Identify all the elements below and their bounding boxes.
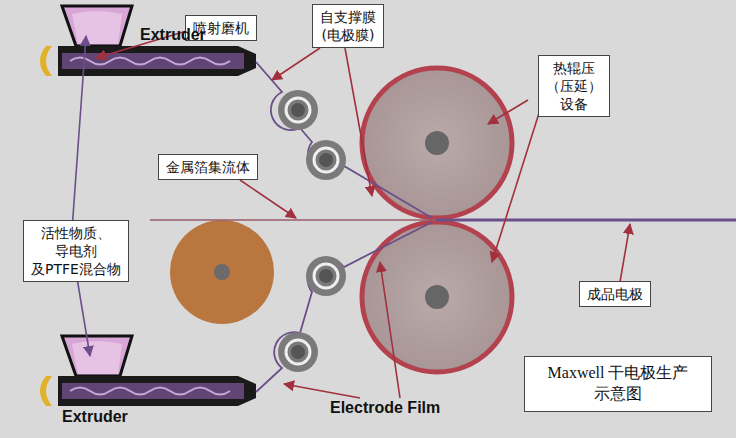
extruder: [40, 336, 256, 406]
callout-box: 成品电极: [579, 281, 651, 307]
foil-line: [150, 219, 736, 221]
guide-roller: [278, 90, 346, 372]
leader-line: [72, 36, 90, 356]
electrode-film: [256, 62, 432, 218]
callout-box: 自支撑膜 (电极膜): [312, 4, 384, 48]
leader-line: [96, 30, 630, 398]
extruder-label: Extruder: [62, 408, 128, 426]
electrode-film: [256, 222, 432, 392]
callout-text: 自支撑膜 (电极膜): [320, 8, 376, 44]
callout-text: 活性物质、导电剂 及PTFE混合物: [31, 224, 121, 279]
callout-box: 活性物质、导电剂 及PTFE混合物: [23, 220, 129, 283]
callout-box: 热辊压 （压延）设备: [538, 55, 610, 118]
foil-roll: [170, 220, 274, 324]
callout-text: 成品电极: [587, 285, 643, 303]
callout-text: 金属箔集流体: [166, 158, 250, 176]
title-box: Maxwell 干电极生产 示意图: [524, 356, 712, 412]
callout-text: Maxwell 干电极生产 示意图: [534, 363, 702, 405]
extruder: [40, 6, 256, 76]
finished-electrode-line: [436, 219, 736, 222]
extruder-label: Extruder: [140, 26, 206, 44]
film-label: Electrode Film: [330, 399, 440, 417]
callout-text: 热辊压 （压延）设备: [546, 59, 602, 114]
callout-box: 金属箔集流体: [158, 154, 258, 180]
